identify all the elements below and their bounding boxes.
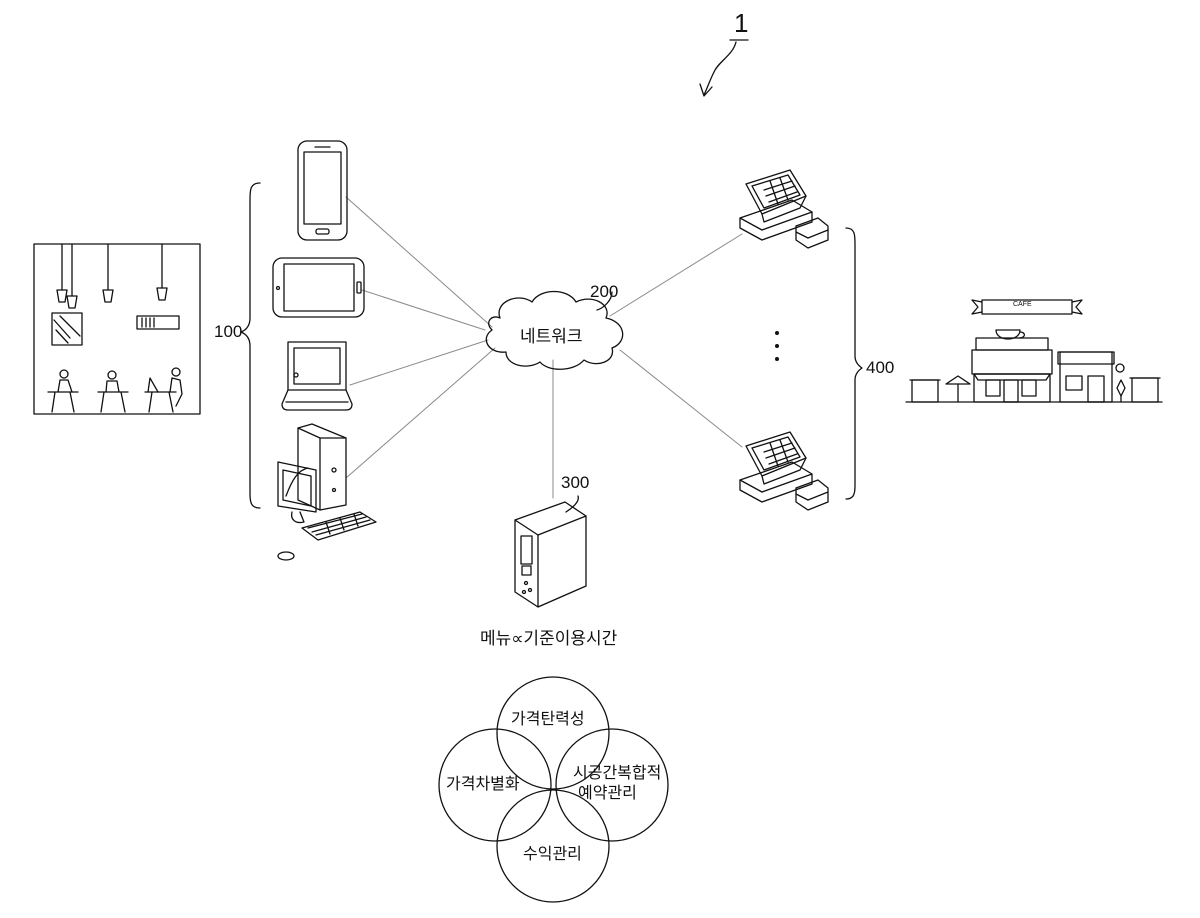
circle-right-label-1: 시공간복합적	[573, 764, 661, 782]
cafe-interior-icon	[34, 244, 200, 414]
circle-bottom-label: 수익관리	[523, 845, 582, 863]
label-400: 400	[866, 359, 894, 376]
circle-top-label: 가격탄력성	[511, 710, 585, 728]
network-connections	[346, 197, 742, 498]
laptop-icon	[282, 342, 352, 410]
pos-terminal-icon	[740, 432, 828, 510]
label-100: 100	[214, 323, 242, 340]
bracket-400-icon	[846, 228, 862, 499]
desktop-pc-icon	[278, 424, 376, 560]
label-200: 200	[590, 283, 618, 300]
cafe-storefront-icon	[906, 300, 1162, 402]
network-label: 네트워크	[520, 329, 583, 346]
bracket-100-icon	[241, 183, 260, 508]
smartphone-icon	[298, 141, 347, 240]
circle-left-label: 가격차별화	[446, 775, 520, 793]
figure-number: 1	[734, 10, 748, 36]
server-icon	[515, 496, 586, 607]
figure-arrow-icon	[700, 40, 748, 96]
formula-label: 메뉴∝기준이용시간	[480, 631, 617, 648]
pos-terminal-icon	[740, 170, 828, 248]
ellipsis-icon	[775, 331, 779, 361]
label-300: 300	[561, 474, 589, 491]
cafe-sign-label: CAFE	[1013, 301, 1032, 308]
circle-right-label-2: 예약관리	[578, 784, 637, 802]
tablet-icon	[273, 258, 364, 317]
